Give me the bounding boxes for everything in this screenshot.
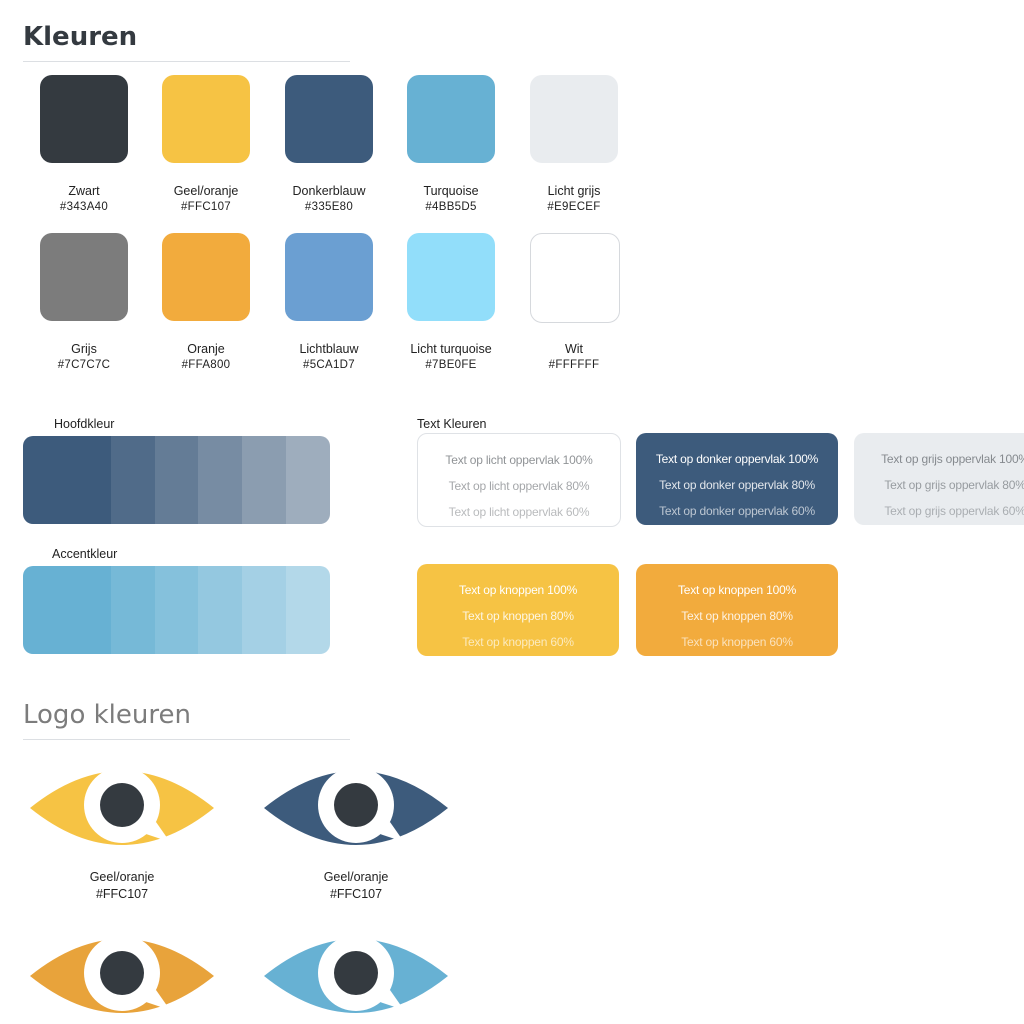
hoofdkleur-tint	[198, 436, 243, 524]
swatch-name: Turquoise	[423, 184, 479, 198]
text-sample-line: Text op grijs oppervlak 100%	[881, 452, 1024, 466]
text-kleuren-label: Text Kleuren	[417, 417, 487, 431]
kleuren-title: Kleuren	[23, 22, 138, 52]
color-swatch	[40, 75, 128, 163]
text-sample-line: Text op knoppen 60%	[681, 635, 793, 649]
text-sample-line: Text op donker oppervlak 60%	[659, 504, 815, 518]
text-sample-line: Text op licht oppervlak 80%	[448, 479, 590, 493]
text-sample-line: Text op knoppen 80%	[462, 609, 574, 623]
hoofdkleur-tint	[242, 436, 287, 524]
magnifier-tail	[140, 822, 170, 842]
hoofdkleur-tint	[110, 436, 155, 524]
hoofdkleur-label: Hoofdkleur	[54, 417, 115, 431]
swatch-name: Licht turquoise	[410, 342, 492, 356]
logo-kleuren-divider	[23, 739, 350, 740]
swatch-name: Grijs	[71, 342, 97, 356]
text-color-sample: Text op donker oppervlak 100% Text op don…	[636, 433, 838, 525]
swatch-name: Geel/oranje	[173, 184, 239, 198]
text-sample-line: Text op donker oppervlak 100%	[655, 452, 819, 466]
color-swatch	[285, 75, 373, 163]
magnifier-tail	[140, 990, 170, 1010]
swatch-name: Wit	[564, 342, 584, 356]
accentkleur-tint	[110, 566, 155, 654]
logo-color-name: Geel/oranje	[323, 870, 389, 884]
eye-logo-icon	[30, 935, 214, 1013]
hoofdkleur-tint	[286, 436, 330, 524]
text-sample-line: Text op donker oppervlak 80%	[659, 478, 815, 492]
swatch-hex: #FFFFFF	[548, 359, 600, 371]
text-sample-line: Text op knoppen 100%	[458, 583, 578, 597]
swatch-name: Lichtblauw	[299, 342, 359, 356]
accentkleur-label: Accentkleur	[52, 547, 118, 561]
text-sample-line: Text op knoppen 60%	[462, 635, 574, 649]
color-swatch	[40, 233, 128, 321]
text-color-sample: Text op grijs oppervlak 100% Text op grij…	[854, 433, 1024, 525]
swatch-hex: #4BB5D5	[425, 201, 477, 213]
hoofdkleur-tint	[23, 436, 111, 524]
eye-pupil	[334, 783, 378, 827]
eye-logo-icon	[30, 767, 214, 845]
text-sample-line: Text op grijs oppervlak 60%	[884, 504, 1024, 518]
logo-color-name: Geel/oranje	[89, 870, 155, 884]
accentkleur-tint	[286, 566, 330, 654]
color-swatch	[285, 233, 373, 321]
color-swatch	[530, 75, 618, 163]
swatch-hex: #343A40	[59, 201, 109, 213]
text-sample-line: Text op knoppen 100%	[677, 583, 797, 597]
eye-pupil	[100, 783, 144, 827]
accentkleur-tint-strip	[23, 566, 330, 654]
eye-logo-icon	[264, 767, 448, 845]
swatch-hex: #5CA1D7	[303, 359, 355, 371]
magnifier-tail	[374, 990, 404, 1010]
accentkleur-tint	[23, 566, 111, 654]
text-sample-line: Text op licht oppervlak 100%	[445, 453, 593, 467]
swatch-hex: #FFC107	[180, 201, 232, 213]
eye-logo-icon	[264, 935, 448, 1013]
magnifier-tail	[374, 822, 404, 842]
text-sample-line: Text op licht oppervlak 60%	[448, 505, 590, 519]
swatch-name: Zwart	[68, 184, 100, 198]
eye-pupil	[334, 951, 378, 995]
color-swatch	[407, 233, 495, 321]
accentkleur-tint	[154, 566, 199, 654]
swatch-name: Oranje	[187, 342, 225, 356]
swatch-name: Licht grijs	[547, 184, 601, 198]
swatch-hex: #335E80	[304, 201, 354, 213]
hoofdkleur-tint	[154, 436, 199, 524]
text-color-sample: Text op knoppen 100% Text op knoppen 80% T…	[417, 564, 619, 656]
logo-kleuren-title: Logo kleuren	[23, 700, 191, 730]
eye-pupil	[100, 951, 144, 995]
kleuren-divider	[23, 61, 350, 62]
text-sample-line: Text op grijs oppervlak 80%	[884, 478, 1024, 492]
color-swatch	[162, 75, 250, 163]
color-swatch	[162, 233, 250, 321]
text-sample-line: Text op knoppen 80%	[681, 609, 793, 623]
logo-color-hex: #FFC107	[329, 887, 383, 901]
text-color-sample: Text op knoppen 100% Text op knoppen 80% T…	[636, 564, 838, 656]
logo-color-hex: #FFC107	[95, 887, 149, 901]
swatch-hex: #7C7C7C	[57, 359, 111, 371]
swatch-hex: #E9ECEF	[547, 201, 601, 213]
swatch-hex: #7BE0FE	[425, 359, 477, 371]
accentkleur-tint	[242, 566, 287, 654]
swatch-name: Donkerblauw	[292, 184, 366, 198]
swatch-hex: #FFA800	[181, 359, 231, 371]
hoofdkleur-tint-strip	[23, 436, 330, 524]
text-color-sample: Text op licht oppervlak 100% Text op lich…	[417, 433, 621, 527]
accentkleur-tint	[198, 566, 243, 654]
color-swatch	[530, 233, 620, 323]
color-swatch	[407, 75, 495, 163]
